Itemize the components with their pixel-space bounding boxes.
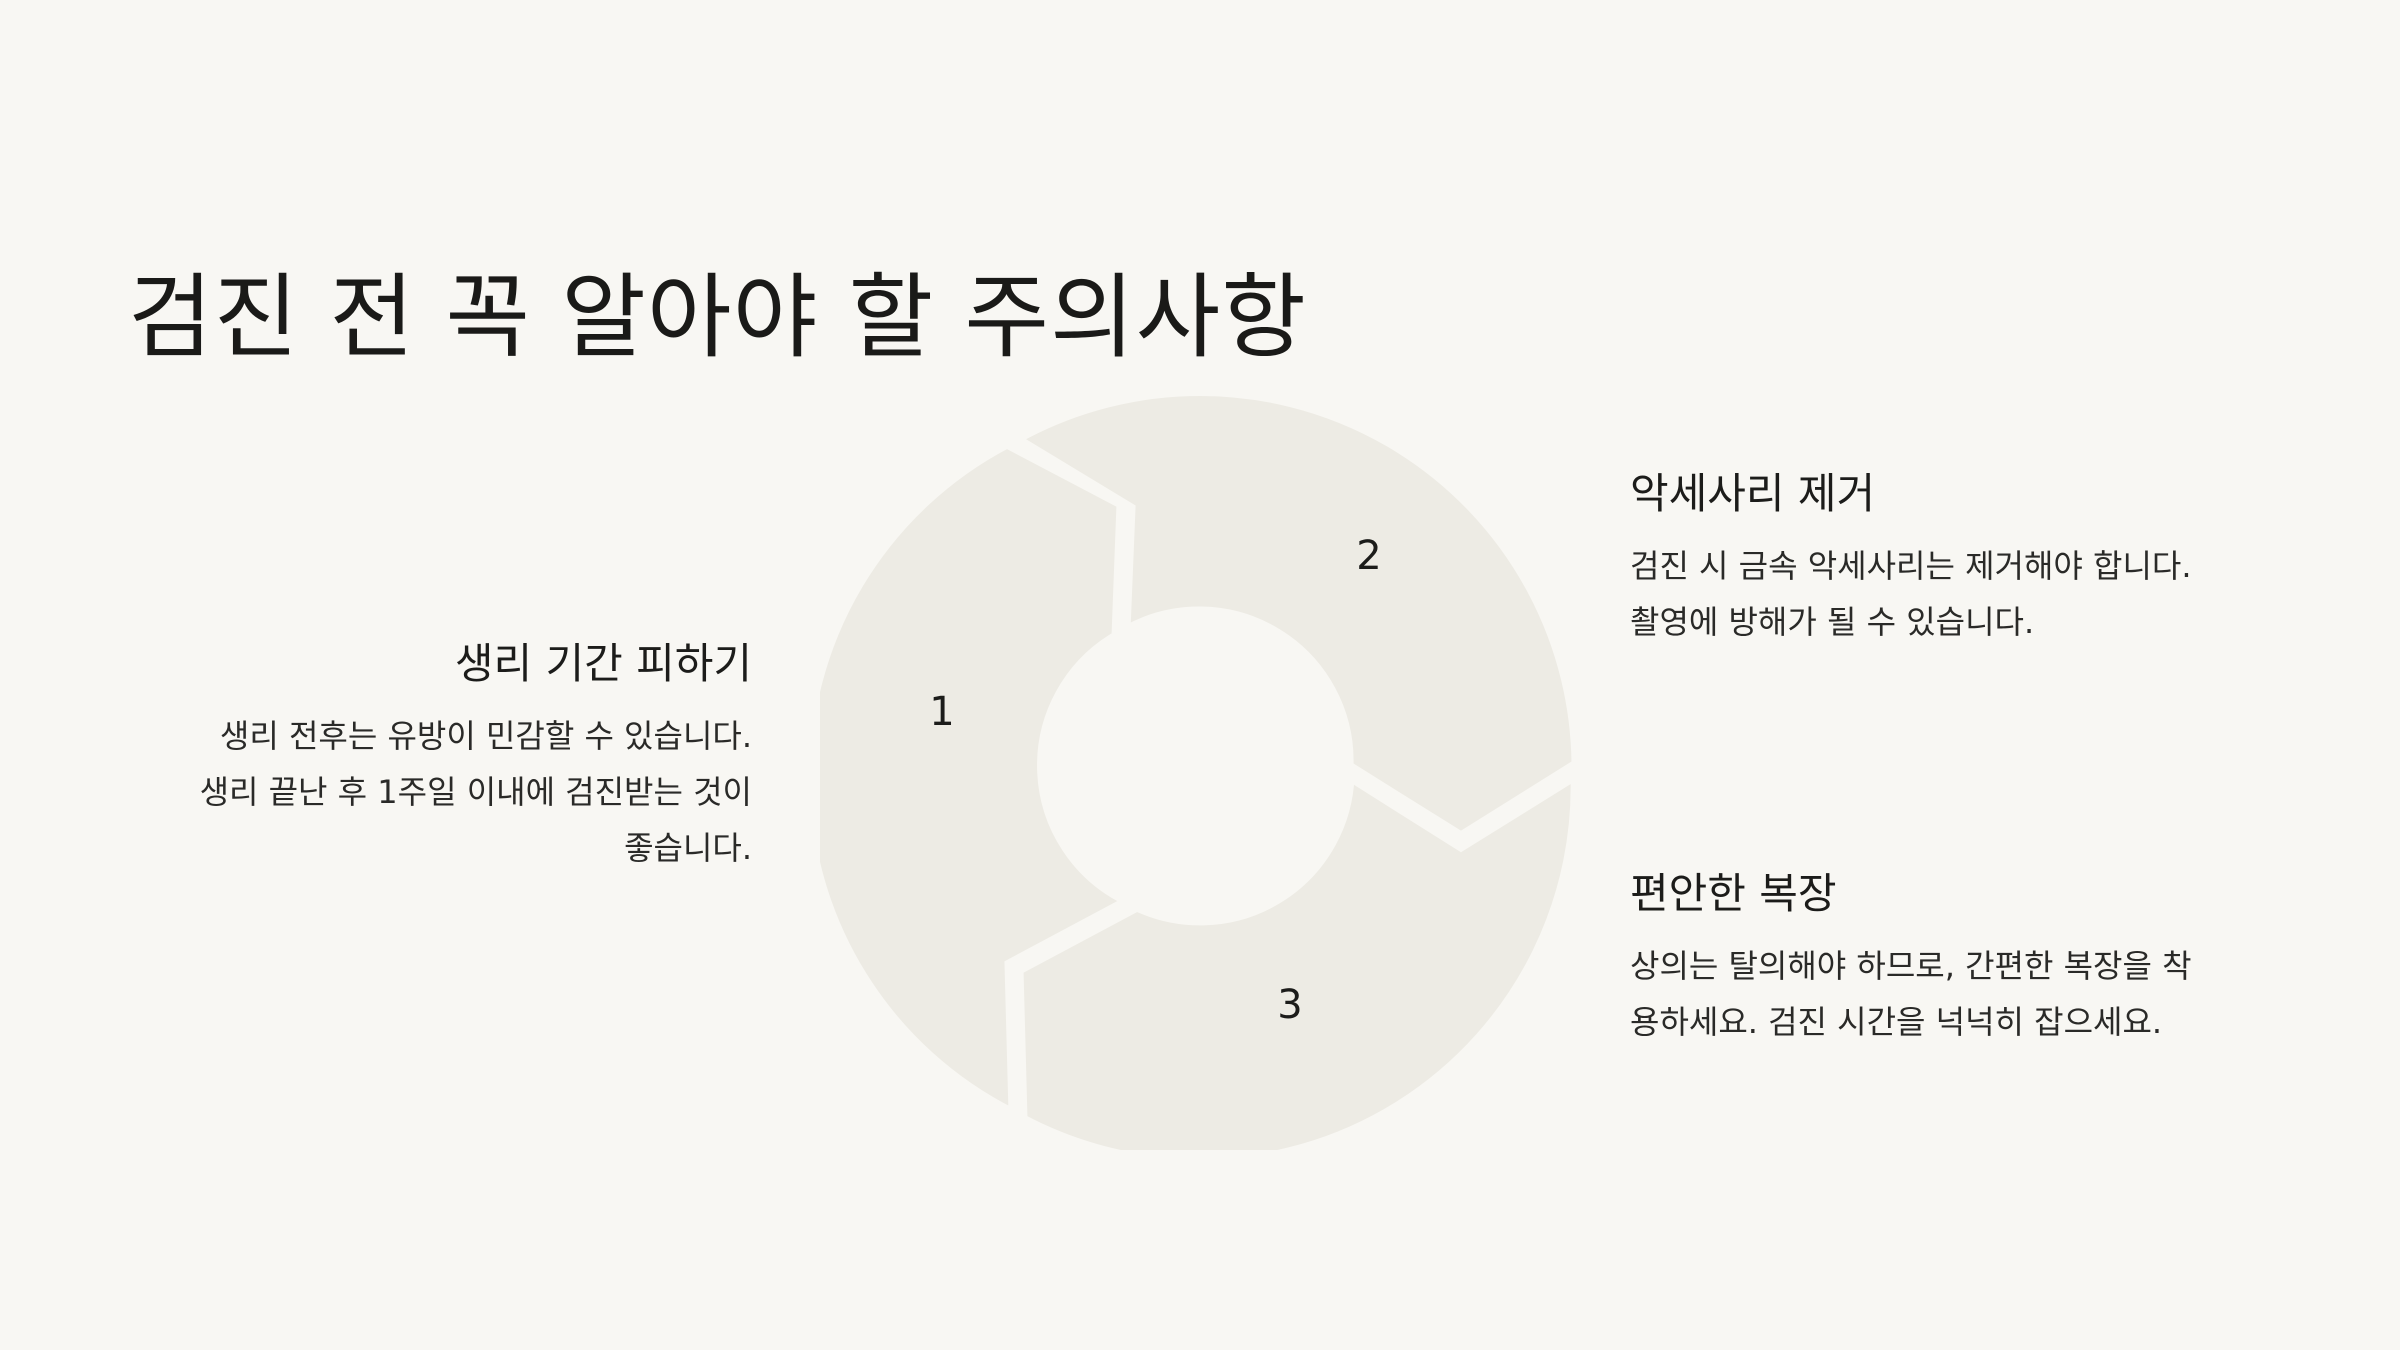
cycle-segment-1 — [820, 438, 1137, 1121]
item-clothing-line-2: 용하세요. 검진 시간을 넉넉히 잡으세요. — [1630, 1003, 2163, 1041]
item-accessories-description: 검진 시 금속 악세사리는 제거해야 합니다. 촬영에 방해가 될 수 있습니다… — [1630, 538, 2270, 650]
cycle-svg: 1 2 3 — [820, 390, 1580, 1150]
item-period-description: 생리 전후는 유방이 민감할 수 있습니다. 생리 끝난 후 1주일 이내에 검… — [120, 708, 752, 876]
item-clothing-line-1: 상의는 탈의해야 하므로, 간편한 복장을 착 — [1630, 947, 2192, 985]
item-period-line-2: 생리 끝난 후 1주일 이내에 검진받는 것이 — [199, 773, 752, 811]
item-accessories: 악세사리 제거 검진 시 금속 악세사리는 제거해야 합니다. 촬영에 방해가 … — [1630, 466, 2270, 650]
item-accessories-line-1: 검진 시 금속 악세사리는 제거해야 합니다. — [1630, 547, 2192, 585]
step-number-3: 3 — [1277, 982, 1302, 1028]
step-number-2: 2 — [1356, 533, 1381, 579]
cycle-diagram: 1 2 3 — [820, 390, 1580, 1150]
cycle-segment-3 — [1014, 768, 1580, 1150]
item-period-title: 생리 기간 피하기 — [454, 639, 752, 688]
step-number-1: 1 — [929, 689, 954, 735]
page-title: 검진 전 꼭 알아야 할 주의사항 — [128, 263, 1307, 371]
item-clothing: 편안한 복장 상의는 탈의해야 하므로, 간편한 복장을 착 용하세요. 검진 … — [1630, 866, 2270, 1050]
item-period-line-3: 좋습니다. — [624, 829, 752, 867]
item-period: 생리 기간 피하기 생리 전후는 유방이 민감할 수 있습니다. 생리 끝난 후… — [120, 636, 752, 876]
cycle-segment-2 — [1008, 390, 1580, 842]
item-period-line-1: 생리 전후는 유방이 민감할 수 있습니다. — [219, 717, 752, 755]
item-accessories-line-2: 촬영에 방해가 될 수 있습니다. — [1630, 603, 2035, 641]
item-accessories-title: 악세사리 제거 — [1630, 469, 1876, 518]
item-clothing-description: 상의는 탈의해야 하므로, 간편한 복장을 착 용하세요. 검진 시간을 넉넉히… — [1630, 938, 2270, 1050]
item-clothing-title: 편안한 복장 — [1630, 869, 1837, 918]
